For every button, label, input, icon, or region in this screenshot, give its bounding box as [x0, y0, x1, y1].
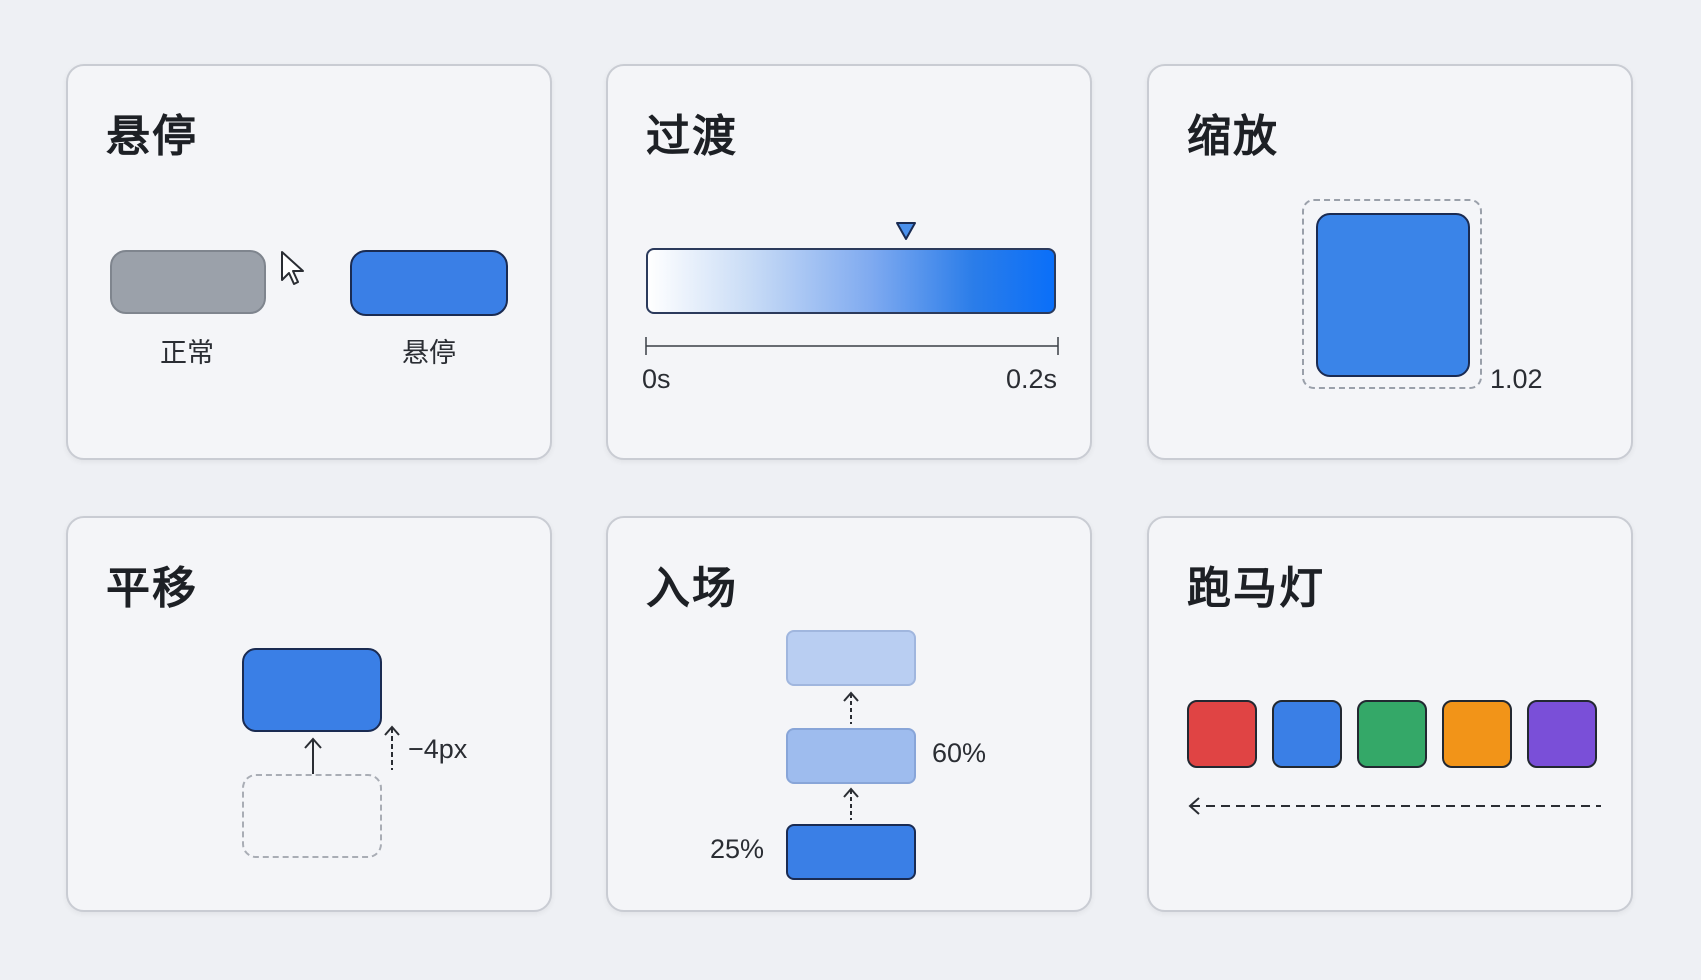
left-arrow-icon — [1188, 797, 1601, 815]
translate-card-title: 平移 — [106, 563, 198, 614]
transition-gradient-bar — [646, 248, 1056, 314]
marquee-card: 跑马灯 — [1147, 516, 1633, 912]
translate-card: 平移 −4px — [66, 516, 552, 912]
transition-card-title: 过渡 — [646, 111, 738, 162]
marquee-color-tile — [1187, 700, 1257, 768]
hover-state-label: 悬停 — [402, 338, 456, 369]
normal-state-label: 正常 — [160, 338, 214, 369]
marquee-color-tile — [1527, 700, 1597, 768]
offset-arrow-icon — [384, 725, 400, 770]
scale-value-label: 1.02 — [1490, 364, 1543, 394]
translated-box — [242, 648, 382, 732]
scale-card: 缩放 1.02 — [1147, 64, 1633, 460]
up-arrow-icon — [843, 691, 859, 724]
entrance-step-mid — [786, 728, 916, 784]
progress-marker-icon — [896, 222, 916, 240]
hover-card-title: 悬停 — [106, 111, 198, 162]
transition-card: 过渡 0s 0.2s — [606, 64, 1092, 460]
entrance-step-start — [786, 824, 916, 880]
scaled-box — [1316, 213, 1470, 377]
entrance-mid-label: 60% — [932, 738, 987, 768]
marquee-color-tile — [1357, 700, 1427, 768]
original-size-outline — [1302, 199, 1482, 389]
marquee-card-title: 跑马灯 — [1187, 563, 1325, 614]
entrance-card: 入场 60% 25% — [606, 516, 1092, 912]
entrance-card-title: 入场 — [646, 563, 738, 614]
timeline-axis — [645, 337, 1059, 355]
offset-label: −4px — [408, 734, 468, 764]
entrance-step-final — [786, 630, 916, 686]
timeline-start-label: 0s — [642, 364, 671, 394]
pointer-cursor-icon — [281, 251, 304, 285]
marquee-color-tile — [1442, 700, 1512, 768]
marquee-color-tile — [1272, 700, 1342, 768]
scale-card-title: 缩放 — [1187, 111, 1279, 162]
normal-state-button — [110, 250, 266, 314]
timeline-end-label: 0.2s — [1006, 364, 1058, 394]
hover-card: 悬停 正常 悬停 — [66, 64, 552, 460]
entrance-start-label: 25% — [710, 834, 765, 864]
original-position-outline — [242, 774, 382, 858]
up-arrow-icon — [843, 787, 859, 820]
hover-state-button — [350, 250, 508, 316]
up-arrow-icon — [304, 737, 322, 774]
